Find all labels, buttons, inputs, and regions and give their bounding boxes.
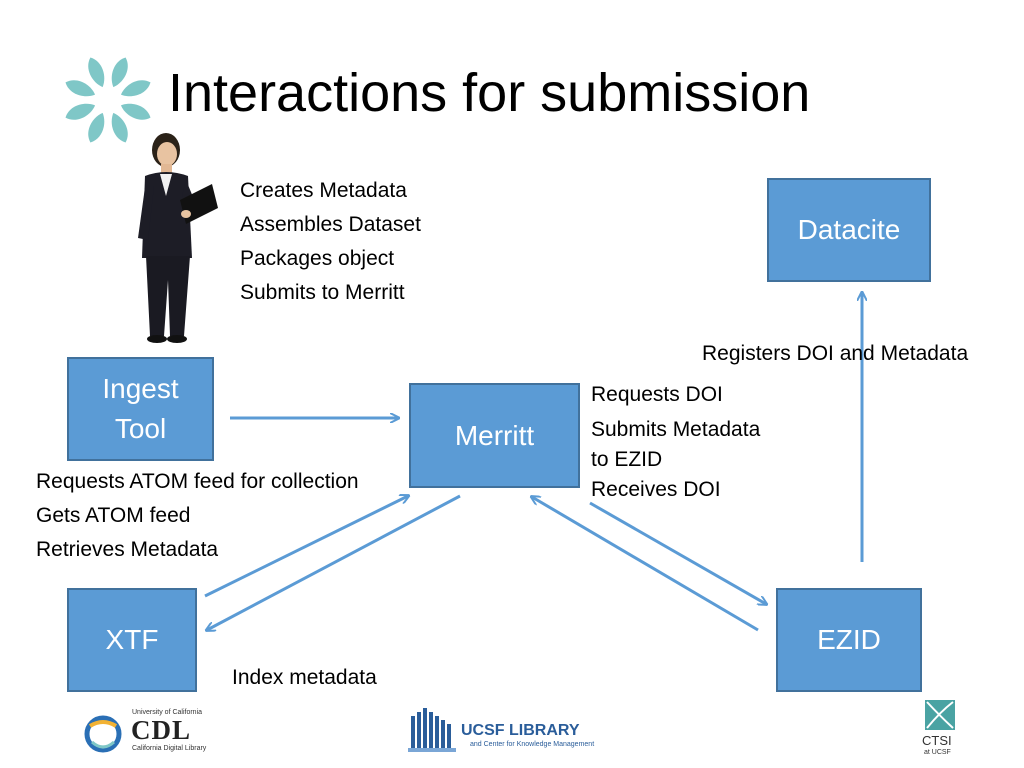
cdl-logo-main: CDL — [131, 715, 192, 745]
starburst-petal — [88, 112, 105, 143]
xtf-box: XTF — [67, 588, 197, 692]
starburst-petal — [65, 103, 96, 120]
xtf-merritt-label: Gets ATOM feed — [36, 504, 191, 527]
ezid-box: EZID — [776, 588, 922, 692]
cdl-logo-sub: California Digital Library — [132, 745, 207, 752]
merritt-ezid-label: Submits Metadata — [591, 418, 761, 441]
merritt-ezid-label: to EZID — [591, 448, 663, 471]
xtf-label: XTF — [105, 624, 159, 655]
ezid-label: EZID — [817, 624, 881, 655]
action-item: Assembles Dataset — [240, 213, 421, 236]
index-metadata-label: Index metadata — [232, 666, 377, 689]
ucsf-library-logo-main: UCSF LIBRARY — [461, 722, 580, 739]
datacite-box: Datacite — [767, 178, 931, 282]
merritt-ezid-labels: Requests DOI Submits Metadata to EZID Re… — [591, 380, 760, 505]
registers-label: Registers DOI and Metadata — [702, 342, 969, 365]
arrow-merritt-to-ezid — [589, 501, 766, 604]
merritt-box: Merritt — [409, 383, 580, 488]
datacite-label: Datacite — [797, 214, 901, 245]
ctsi-logo-main: CTSI — [922, 733, 952, 748]
starburst-petal — [88, 57, 105, 88]
action-item: Creates Metadata — [240, 179, 407, 202]
merritt-ezid-label: Requests DOI — [591, 383, 723, 406]
starburst-petal — [120, 80, 151, 97]
ingest-tool-label: Ingest Tool — [102, 373, 179, 444]
arrow-ezid-to-merritt — [532, 497, 759, 632]
slide-title: Interactions for submission — [168, 63, 811, 123]
starburst-petal — [65, 80, 96, 97]
starburst-petal — [120, 103, 151, 120]
starburst-petal — [111, 112, 128, 143]
cdl-logo-top: University of California — [132, 709, 203, 716]
ingest-tool-box: Ingest Tool — [67, 357, 214, 461]
arrow-xtf-to-merritt — [204, 496, 408, 598]
arrow-merritt-to-xtf — [207, 494, 461, 630]
ucsf-library-logo-sub: and Center for Knowledge Management — [470, 741, 595, 748]
xtf-merritt-label: Requests ATOM feed for collection — [36, 470, 359, 493]
action-item: Submits to Merritt — [240, 281, 405, 304]
xtf-merritt-label: Retrieves Metadata — [36, 538, 219, 561]
ctsi-logo-sub: at UCSF — [924, 749, 951, 756]
person-actions-list: Creates Metadata Assembles Dataset Packa… — [240, 174, 421, 310]
action-item: Packages object — [240, 247, 395, 270]
merritt-label: Merritt — [454, 419, 535, 451]
merritt-ezid-label: Receives DOI — [591, 478, 721, 501]
xtf-merritt-labels: Requests ATOM feed for collection Gets A… — [36, 465, 359, 567]
starburst-petal — [111, 57, 128, 88]
